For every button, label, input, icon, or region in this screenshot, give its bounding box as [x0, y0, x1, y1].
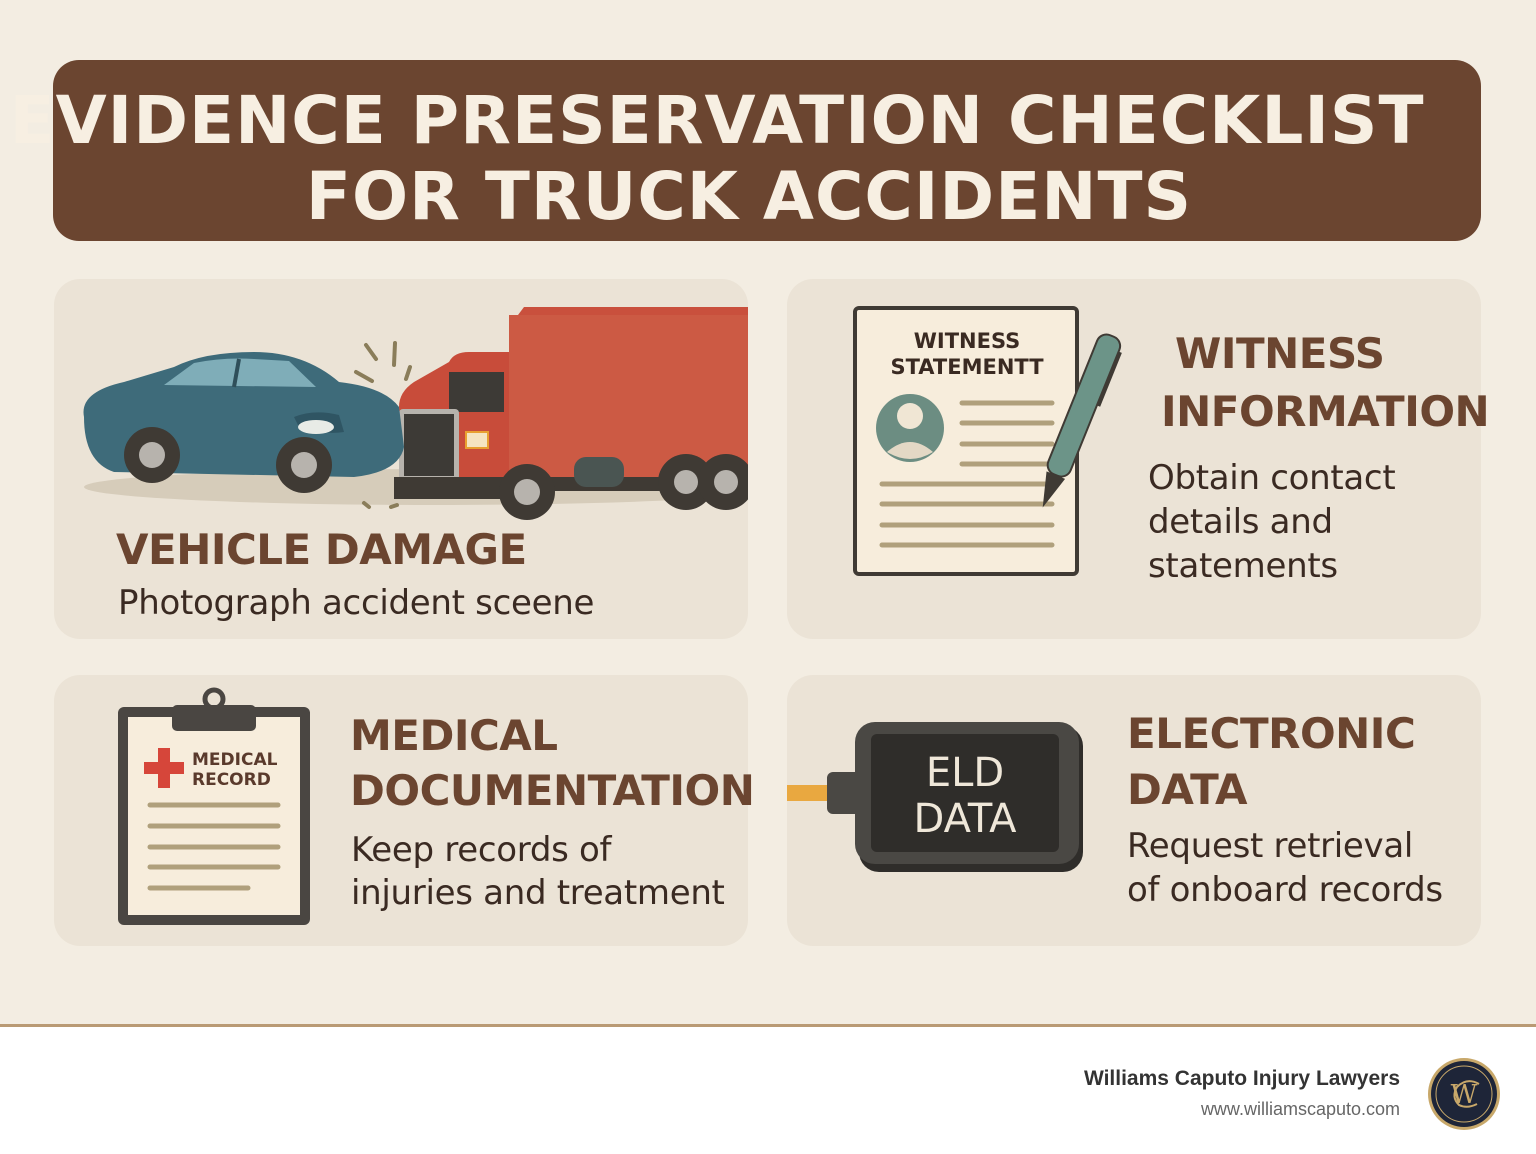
- footer-brand: Williams Caputo Injury Lawyers www.willi…: [1084, 1066, 1400, 1120]
- firm-website[interactable]: www.williamscaputo.com: [1200, 1099, 1400, 1119]
- icon-text-record: RECORD: [192, 770, 271, 790]
- card-heading-line-2: INFORMATION: [1161, 387, 1490, 436]
- card-medical-documentation: MEDICAL RECORD MEDICAL DOCUMENTATION Kee…: [54, 675, 755, 946]
- title-banner: EVIDENCE PRESERVATION CHECKLIST FOR TRUC…: [9, 60, 1481, 241]
- car-truck-collision-icon: [83, 307, 748, 520]
- medical-record-clipboard-icon: MEDICAL RECORD: [118, 687, 310, 925]
- icon-text-medical: MEDICAL: [192, 750, 278, 770]
- card-description-line-1: Request retrieval: [1127, 826, 1414, 866]
- wc-monogram-logo-icon: W: [1428, 1058, 1500, 1130]
- card-electronic-data: ELD DATA ELECTRONIC DATA Request retriev…: [787, 675, 1481, 946]
- card-vehicle-damage: VEHICLE DAMAGE Photograph accident sceen…: [54, 279, 748, 639]
- icon-text-eld: ELD: [926, 750, 1004, 796]
- icon-text-data: DATA: [913, 796, 1017, 842]
- infographic-poster: EVIDENCE PRESERVATION CHECKLIST FOR TRUC…: [0, 0, 1536, 1024]
- card-description-line-2: details and: [1148, 502, 1333, 542]
- footer-divider: [0, 1024, 1536, 1027]
- icon-text-witness: WITNESS: [914, 329, 1021, 353]
- firm-name: Williams Caputo Injury Lawyers: [1083, 1067, 1400, 1090]
- title-line-2: FOR TRUCK ACCIDENTS: [305, 158, 1193, 235]
- card-heading-line-2: DATA: [1127, 765, 1248, 814]
- card-description-line-1: Keep records of: [351, 830, 612, 870]
- card-description-line-2: of onboard records: [1127, 870, 1443, 910]
- card-heading-line-1: MEDICAL: [350, 711, 558, 760]
- card-description-line-3: statements: [1148, 546, 1338, 586]
- card-heading-line-1: ELECTRONIC: [1127, 709, 1416, 758]
- icon-text-statement: STATEMENTT: [890, 355, 1044, 379]
- title-line-1: EVIDENCE PRESERVATION CHECKLIST: [9, 82, 1425, 159]
- card-description: Photograph accident sceene: [118, 583, 595, 623]
- card-heading-line-2: DOCUMENTATION: [350, 766, 755, 815]
- card-description-line-2: injuries and treatment: [351, 873, 725, 913]
- card-heading: VEHICLE DAMAGE: [116, 525, 527, 574]
- card-witness-information: WITNESS STATEMENTT WITNESS: [787, 279, 1490, 639]
- witness-statement-document-icon: WITNESS STATEMENTT: [853, 306, 1122, 576]
- eld-device-icon: ELD DATA: [787, 722, 1083, 872]
- card-heading-line-1: WITNESS: [1175, 329, 1385, 378]
- card-description-line-1: Obtain contact: [1148, 458, 1396, 498]
